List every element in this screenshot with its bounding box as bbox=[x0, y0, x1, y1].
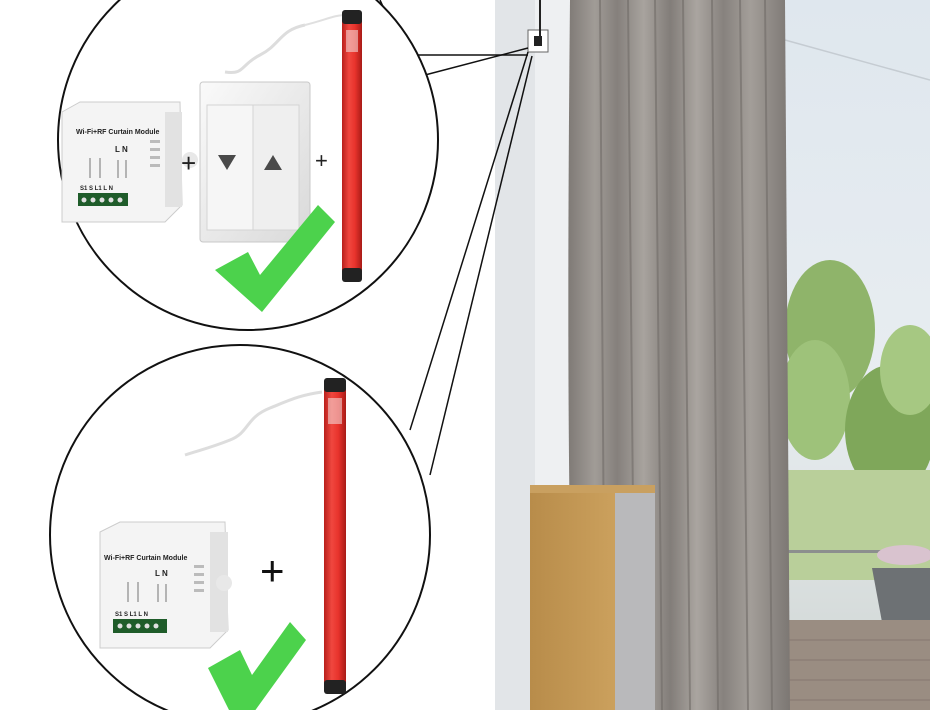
wall-switch bbox=[199, 81, 311, 243]
module-terminals-top: S1 S L1 L N bbox=[80, 186, 113, 192]
module-title-bottom: Wi-Fi+RF Curtain Module bbox=[104, 555, 187, 562]
motor-cable-bottom bbox=[184, 390, 323, 457]
curtain-module-top: Wi-Fi+RF Curtain Module L N S1 S L1 L N bbox=[61, 101, 198, 223]
checkmark-icon-bottom bbox=[208, 622, 306, 710]
module-ln-top: L N bbox=[115, 145, 128, 154]
top-diagram: Wi-Fi+RF Curtain Module L N S1 S L1 L N … bbox=[57, 0, 439, 331]
speaker bbox=[530, 485, 655, 710]
checkmark-icon-top bbox=[215, 205, 335, 312]
wall-corner bbox=[495, 0, 535, 710]
module-title-top: Wi-Fi+RF Curtain Module bbox=[76, 129, 159, 136]
plus-sign-2: + bbox=[315, 148, 328, 173]
module-ln-bottom: L N bbox=[155, 569, 168, 578]
window-wire bbox=[784, 39, 930, 81]
triangle-down-icon bbox=[218, 155, 236, 170]
motor-cable-top bbox=[224, 23, 306, 75]
bottom-diagram: Wi-Fi+RF Curtain Module L N S1 S L1 L N … bbox=[49, 344, 431, 710]
wall-socket bbox=[527, 0, 549, 53]
module-terminals-bottom: S1 S L1 L N bbox=[115, 612, 148, 618]
triangle-up-icon bbox=[264, 155, 282, 170]
railing bbox=[785, 550, 930, 553]
room-photo bbox=[495, 0, 930, 710]
curtain-module-bottom: Wi-Fi+RF Curtain Module L N S1 S L1 L N bbox=[99, 521, 232, 649]
plus-sign-1: + bbox=[181, 148, 196, 178]
plus-sign-3: + bbox=[260, 547, 285, 594]
terrace bbox=[785, 620, 930, 710]
tubular-motor-bottom bbox=[324, 378, 346, 694]
plant-pot bbox=[872, 545, 930, 622]
tubular-motor-top bbox=[342, 10, 362, 282]
